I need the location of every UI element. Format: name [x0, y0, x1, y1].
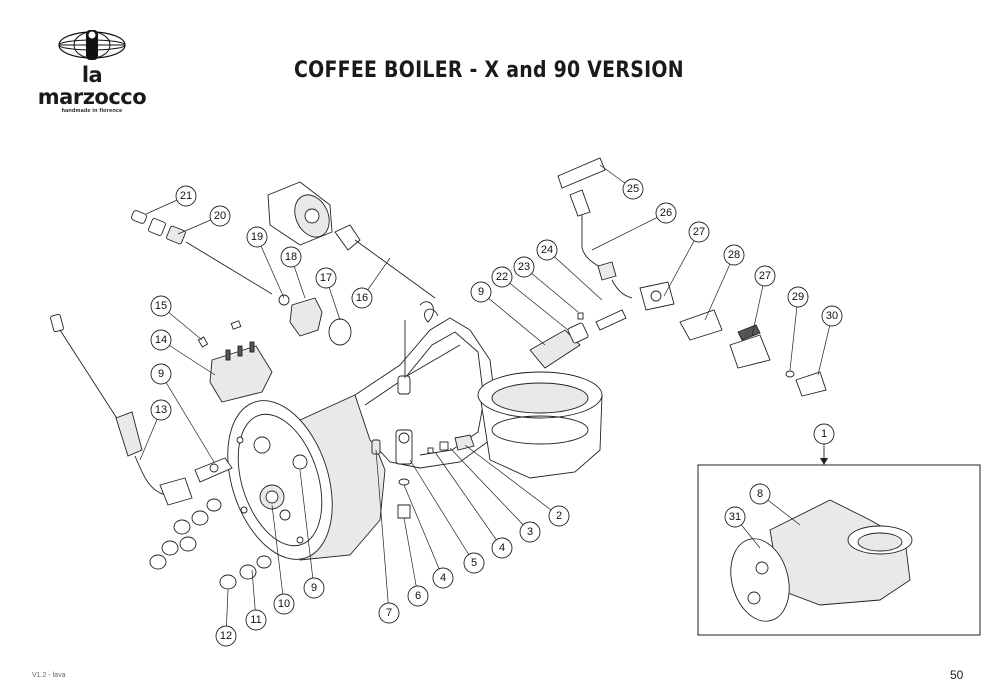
page-title: COFFEE BOILER - X and 90 VERSION: [294, 58, 684, 83]
callout: 16: [351, 287, 373, 309]
callout: 26: [655, 202, 677, 224]
callout-label: 15: [155, 300, 167, 312]
callout-label: 11: [250, 614, 261, 626]
callout: 15: [150, 295, 172, 317]
callout: 8: [749, 483, 771, 505]
callout-label: 18: [285, 251, 297, 263]
callout: 27: [688, 221, 710, 243]
callout: 9: [150, 363, 172, 385]
callout-label: 16: [356, 292, 368, 304]
callout-label: 9: [311, 582, 317, 594]
nuts-washers: [149, 498, 272, 590]
callout-label: 5: [471, 557, 477, 569]
callout: 14: [150, 329, 172, 351]
callout: 13: [150, 399, 172, 421]
callout: 12: [215, 625, 237, 647]
caps-29-30: [785, 370, 827, 397]
group-head: [477, 371, 603, 479]
callout-label: 14: [155, 334, 167, 346]
callout: 21: [175, 185, 197, 207]
callout-label: 26: [660, 207, 672, 219]
footer-version: V1.2 - lava: [32, 672, 66, 679]
callout-label: 13: [155, 404, 167, 416]
callout: 5: [463, 552, 485, 574]
tee-25-26: [557, 157, 633, 299]
callout: 20: [209, 205, 231, 227]
callout-label: 19: [251, 231, 263, 243]
probe-20-21: [131, 210, 273, 295]
callout: 10: [273, 593, 295, 615]
callout: 27: [754, 265, 776, 287]
brand-name: la marzocco: [37, 63, 147, 109]
callout: 17: [315, 267, 337, 289]
probe-16: [334, 224, 439, 378]
callout-label: 22: [496, 271, 508, 283]
callout: 31: [724, 506, 746, 528]
globe-lion-icon: [58, 30, 126, 60]
valves-27-28: [639, 281, 771, 369]
callout-label: 27: [693, 226, 705, 238]
callout: 25: [622, 178, 644, 200]
callout-label: 25: [627, 183, 639, 195]
fitting-9-left: [194, 457, 233, 483]
callout-label: 23: [518, 261, 530, 273]
callout-label: 3: [527, 526, 533, 538]
callout-label: 4: [499, 542, 505, 554]
callout-label: 28: [728, 249, 740, 261]
fittings-22-24: [529, 309, 627, 369]
brand-logo: la marzocco handmade in florence: [28, 28, 156, 114]
callout-label: 10: [278, 598, 290, 610]
cable-13: [50, 313, 193, 506]
inset-box: [697, 446, 981, 636]
callout: 7: [378, 602, 400, 624]
callout: 23: [513, 256, 535, 278]
heater-cylinder: [267, 181, 333, 246]
callout-label: 29: [792, 291, 804, 303]
callout-label: 4: [440, 572, 446, 584]
callout-label: 30: [826, 310, 838, 322]
callout-label: 6: [415, 590, 421, 602]
boiler-body: [227, 394, 386, 561]
callout-label: 9: [158, 368, 164, 380]
callout: 1: [813, 423, 835, 445]
callout-label: 31: [729, 511, 741, 523]
callout-label: 12: [220, 630, 232, 642]
callout: 30: [821, 305, 843, 327]
callout: 11: [245, 609, 267, 631]
callout-label: 1: [821, 428, 827, 440]
callout-label: 17: [320, 272, 332, 284]
callout: 22: [491, 266, 513, 288]
callout: 4: [491, 537, 513, 559]
callout-label: 20: [214, 210, 226, 222]
callout: 9: [303, 577, 325, 599]
brand-tagline: handmade in florence: [61, 108, 123, 114]
callout: 3: [519, 521, 541, 543]
callout: 18: [280, 246, 302, 268]
callout: 9: [470, 281, 492, 303]
callout-label: 9: [478, 286, 484, 298]
callout: 24: [536, 239, 558, 261]
callout: 19: [246, 226, 268, 248]
leader-lines: [139, 164, 833, 637]
callout-label: 21: [180, 190, 192, 202]
callout-label: 2: [556, 510, 562, 522]
callout-label: 27: [759, 270, 771, 282]
callout: 29: [787, 286, 809, 308]
callout: 2: [548, 505, 570, 527]
fittings-17-19: [278, 294, 352, 346]
callout-label: 7: [386, 607, 392, 619]
page-number: 50: [950, 668, 964, 682]
fittings-2-7: [371, 429, 475, 519]
callout-label: 8: [757, 488, 763, 500]
callout-label: 24: [541, 244, 553, 256]
callout: 6: [407, 585, 429, 607]
callout: 28: [723, 244, 745, 266]
switch-14: [197, 320, 273, 403]
callout: 4: [432, 567, 454, 589]
